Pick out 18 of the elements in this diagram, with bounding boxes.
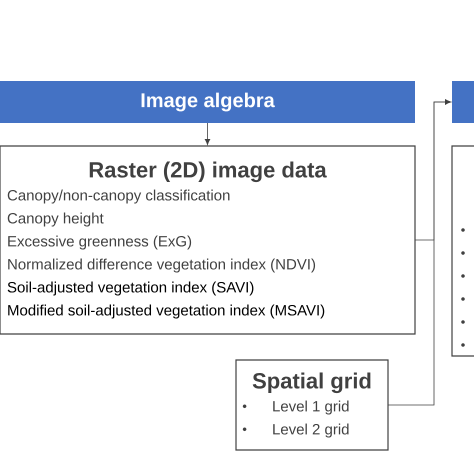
arrow xyxy=(204,122,210,145)
header-bar xyxy=(452,81,474,123)
text-box xyxy=(0,145,416,335)
list-item: Modified soil-adjusted vegetation index (MSAVI) xyxy=(8,304,324,319)
list-item: Level 2 grid xyxy=(273,424,349,438)
arrow xyxy=(388,99,451,406)
list-item: Soil-adjusted vegetation index (SAVI) xyxy=(8,282,254,296)
list-item: Normalized difference vegetation index (NDVI) xyxy=(8,258,316,273)
box-heading: Spatial grid xyxy=(252,372,370,394)
list-item: Level 1 grid xyxy=(273,400,349,415)
bar-title: Image algebra xyxy=(142,92,275,112)
text-box xyxy=(235,359,389,451)
text-box xyxy=(451,145,474,357)
header-bar xyxy=(0,81,415,123)
list-item: Canopy/non-canopy classification xyxy=(8,190,230,204)
list-item: Canopy height xyxy=(8,212,104,227)
list-item: Excessive greenness (ExG) xyxy=(8,236,192,250)
box-heading: Raster (2D) image data xyxy=(90,161,327,182)
